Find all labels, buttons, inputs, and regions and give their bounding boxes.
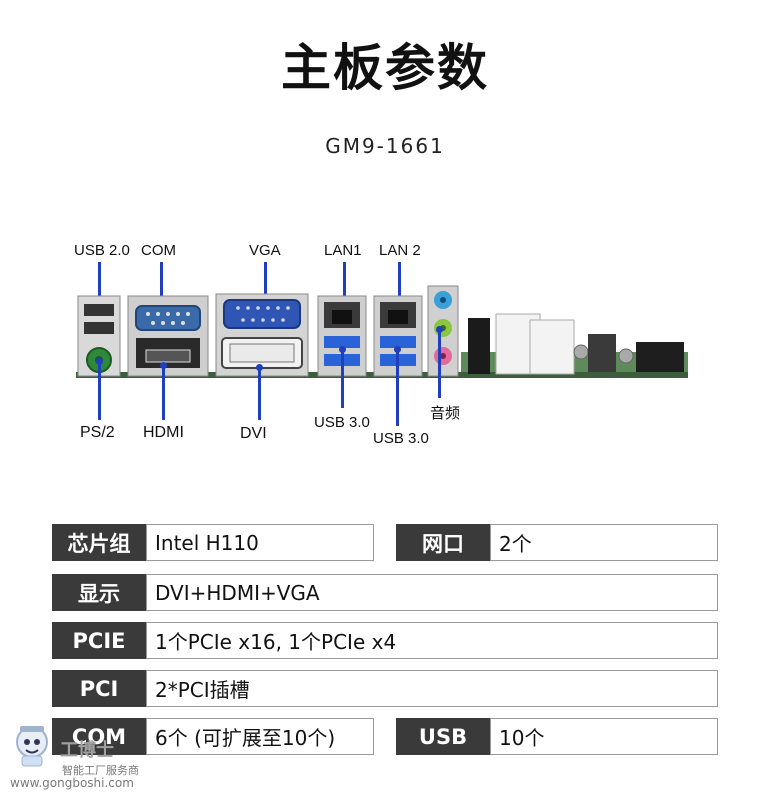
watermark-brand: 工博士 [60,740,114,761]
spec-key-pcie: PCIE [52,622,146,659]
watermark-tagline: 智能工厂服务商 [62,764,139,777]
leader-vga [264,262,267,312]
leader-usb3-b [396,350,399,426]
spec-value-lan: 2个 [490,524,718,561]
spec-row-com-usb: COM 6个 (可扩展至10个) USB 10个 [52,718,718,755]
spec-row-chipset-lan: 芯片组 Intel H110 网口 2个 [52,524,718,561]
leader-audio [438,330,441,398]
spec-value-display: DVI+HDMI+VGA [146,574,718,611]
model-number: GM9-1661 [325,134,445,158]
spec-key-pci: PCI [52,670,146,707]
spec-key-usb: USB [396,718,490,755]
label-usb3-b: USB 3.0 [373,430,429,447]
watermark: 工博士 智能工厂服务商 www.gongboshi.com [8,722,148,792]
robot-mascot-icon [16,726,48,767]
leader-lan1 [343,262,346,316]
label-hdmi: HDMI [143,424,184,441]
spec-value-com: 6个 (可扩展至10个) [146,718,374,755]
label-lan1: LAN1 [324,242,362,259]
spec-key-lan: 网口 [396,524,490,561]
label-usb3-a: USB 3.0 [314,414,370,431]
leader-usb2 [98,262,101,306]
spec-key-com: COM [52,718,146,755]
spec-value-pcie: 1个PCIe x16, 1个PCIe x4 [146,622,718,659]
leader-dot [256,364,263,371]
label-lan2: LAN 2 [379,242,421,259]
leader-com [160,262,163,316]
watermark-url: www.gongboshi.com [10,776,134,790]
label-vga: VGA [249,242,281,259]
spec-row-pci: PCI 2*PCI插槽 [52,670,718,707]
spec-value-usb: 10个 [490,718,718,755]
leader-dot [339,346,346,353]
leader-hdmi [162,366,165,420]
label-audio: 音频 [430,405,461,422]
leader-lan2 [398,262,401,316]
label-usb2: USB 2.0 [74,242,130,259]
leader-ps2 [98,362,101,420]
label-ps2: PS/2 [80,424,115,441]
leader-dot [394,346,401,353]
label-com: COM [141,242,176,259]
spec-value-pci: 2*PCI插槽 [146,670,718,707]
leader-dot [96,358,103,365]
leader-dot [160,362,167,369]
label-dvi: DVI [240,425,267,442]
spec-value-chipset: Intel H110 [146,524,374,561]
leader-dvi [258,368,261,420]
spec-key-display: 显示 [52,574,146,611]
spec-row-display: 显示 DVI+HDMI+VGA [52,574,718,611]
leader-usb3-a [341,350,344,408]
spec-row-pcie: PCIE 1个PCIe x16, 1个PCIe x4 [52,622,718,659]
spec-key-chipset: 芯片组 [52,524,146,561]
motherboard-io-illustration [76,285,688,378]
leader-dot [436,326,443,333]
page-title: 主板参数 [281,39,489,97]
